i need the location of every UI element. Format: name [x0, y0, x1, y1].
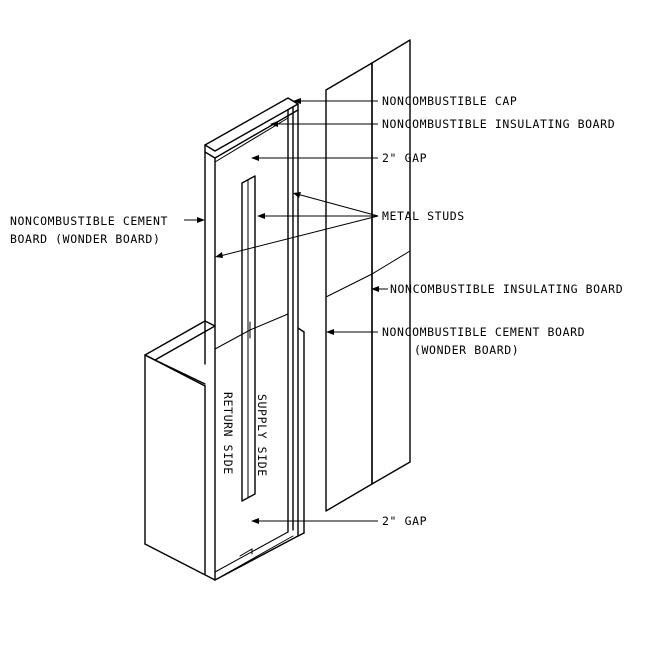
label-cement-board-left-line2: BOARD (WONDER BOARD) — [10, 232, 160, 246]
label-gap-top: 2" GAP — [382, 151, 427, 165]
return-box — [144, 320, 305, 581]
supply-side-label: SUPPLY SIDE — [255, 394, 269, 477]
divider-wall — [204, 97, 299, 581]
label-noncombustible-cap: NONCOMBUSTIBLE CAP — [382, 94, 517, 108]
exploded-board-panels — [325, 39, 411, 512]
leader-lines — [184, 98, 388, 524]
label-cement-board-left-line1: NONCOMBUSTIBLE CEMENT — [10, 214, 168, 228]
label-cement-board-right-line2: (WONDER BOARD) — [414, 343, 519, 357]
return-side-label: RETURN SIDE — [221, 392, 235, 475]
label-cement-board-right-line1: NONCOMBUSTIBLE CEMENT BOARD — [382, 325, 585, 339]
label-insulating-board-top: NONCOMBUSTIBLE INSULATING BOARD — [382, 117, 615, 131]
label-metal-studs: METAL STUDS — [382, 209, 465, 223]
label-gap-bottom: 2" GAP — [382, 514, 427, 528]
label-insulating-board-right: NONCOMBUSTIBLE INSULATING BOARD — [390, 282, 623, 296]
